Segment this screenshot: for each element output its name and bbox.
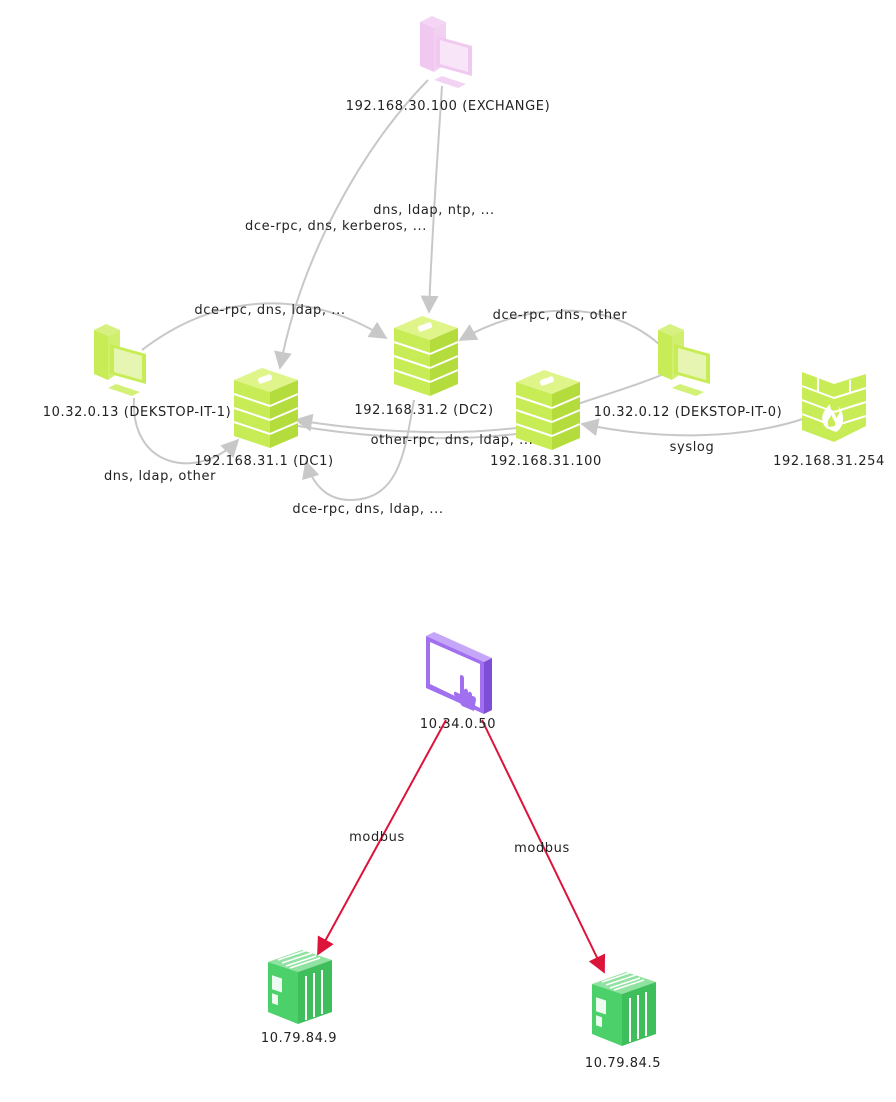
edge-exchange-dc2[interactable] (420, 85, 443, 314)
node-label: 192.168.31.100 (490, 454, 602, 469)
edge-exchange-dc1[interactable] (274, 79, 429, 370)
edge-label-hmi-plc1: modbus (349, 830, 405, 845)
edges-ot (317, 719, 606, 974)
edge-it1-dc1[interactable] (132, 397, 240, 465)
edge-label-hmi-plc2: modbus (514, 841, 570, 856)
plc-icon (267, 949, 333, 1025)
edge-hmi-plc2[interactable] (481, 719, 606, 974)
node-srv100[interactable]: 192.168.31.100 (490, 369, 602, 469)
node-exchange[interactable]: 192.168.30.100 (EXCHANGE) (346, 16, 551, 114)
edge-label-it1-dc1: dns, ldap, other (104, 469, 216, 484)
edge-label-fw-srv100: syslog (670, 440, 715, 455)
firewall-icon (801, 371, 867, 443)
node-plc2[interactable]: 10.79.84.5 (585, 971, 661, 1071)
workstation-icon (94, 324, 146, 396)
edge-srv100-dc1-b[interactable] (297, 425, 517, 440)
node-label: 192.168.31.2 (DC2) (354, 403, 493, 418)
edge-fw-srv100[interactable] (580, 417, 807, 437)
node-dc2[interactable]: 192.168.31.2 (DC2) (354, 315, 493, 418)
edge-dc2-dc1[interactable] (302, 399, 415, 502)
workstation-icon (420, 16, 472, 88)
node-label: 192.168.31.254 (773, 454, 885, 469)
workstation-icon (658, 324, 710, 396)
node-plc1[interactable]: 10.79.84.9 (261, 949, 337, 1046)
edge-label-dc2-dc1: dce-rpc, dns, ldap, ... (292, 502, 443, 517)
node-label: 10.79.84.9 (261, 1031, 337, 1046)
edge-label-exchange-dc1: dce-rpc, dns, kerberos, ... (245, 219, 427, 234)
server-icon (233, 367, 299, 449)
node-label: 10.32.0.12 (DEKSTOP-IT-0) (594, 405, 783, 420)
edge-label-it1-dc2: dce-rpc, dns, ldap, ... (194, 303, 345, 318)
node-it0[interactable]: 10.32.0.12 (DEKSTOP-IT-0) (594, 324, 783, 420)
node-hmi[interactable]: 10.34.0.50 (420, 632, 496, 732)
edge-labels: dns, ldap, ntp, ... dce-rpc, dns, kerber… (104, 203, 714, 856)
plc-icon (591, 971, 657, 1047)
edge-it0-dc2[interactable] (458, 309, 661, 346)
node-label: 192.168.30.100 (EXCHANGE) (346, 99, 551, 114)
node-firewall[interactable]: 192.168.31.254 (773, 371, 885, 469)
edge-label-srv100-dc1: other-rpc, dns, ldap, ... (371, 433, 534, 448)
hmi-touch-icon (426, 632, 492, 714)
node-dc1[interactable]: 192.168.31.1 (DC1) (194, 367, 333, 469)
node-label: 10.34.0.50 (420, 717, 496, 732)
node-label: 192.168.31.1 (DC1) (194, 454, 333, 469)
edges-it (132, 79, 807, 502)
edge-it1-dc2[interactable] (141, 302, 388, 351)
edge-label-exchange-dc2: dns, ldap, ntp, ... (373, 203, 495, 218)
edge-hmi-plc1[interactable] (317, 719, 447, 956)
node-it1[interactable]: 10.32.0.13 (DEKSTOP-IT-1) (43, 324, 232, 420)
server-icon (393, 315, 459, 397)
edge-label-it0-dc2: dce-rpc, dns, other (493, 308, 628, 323)
edge-it0-srv100[interactable] (577, 373, 665, 405)
node-label: 10.79.84.5 (585, 1056, 661, 1071)
node-label: 10.32.0.13 (DEKSTOP-IT-1) (43, 405, 232, 420)
